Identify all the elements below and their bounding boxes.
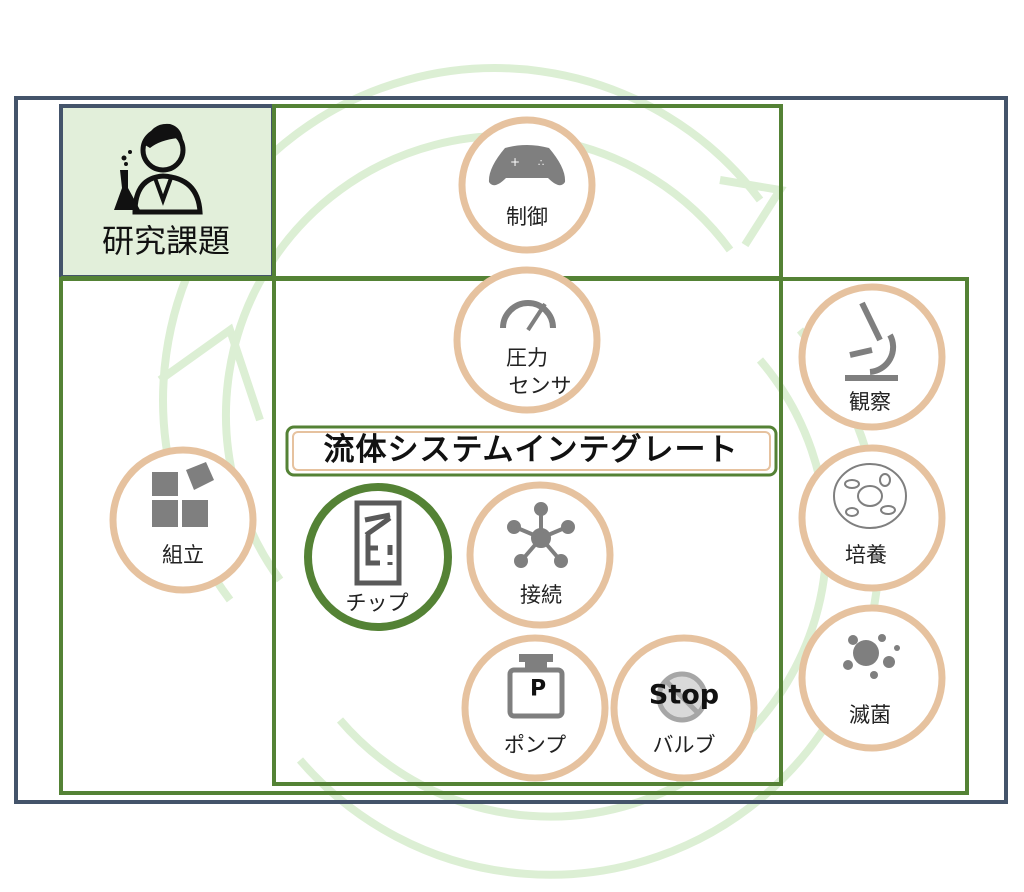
puzzle-icon [152, 462, 214, 527]
pump-circle [461, 634, 609, 782]
center-column-frame [272, 104, 783, 786]
assembly-label: 組立 [162, 543, 204, 567]
scientist-icon [114, 123, 203, 215]
pressure-label-2: センサ [508, 374, 572, 398]
svg-text:∴: ∴ [538, 158, 544, 169]
observation-circle [798, 283, 946, 431]
valve-icon-text: Stop [648, 679, 720, 711]
chip-circle [304, 483, 452, 631]
pump-label: ポンプ [503, 733, 567, 757]
control-circle [458, 116, 596, 254]
title-box [285, 425, 778, 477]
valve-label: バルブ [652, 733, 716, 757]
pump-icon-text: P [529, 676, 547, 702]
microscope-icon [845, 301, 898, 381]
cell-icon [833, 463, 907, 529]
gauge-icon [500, 300, 556, 332]
svg-text:+: + [510, 155, 520, 169]
sterilization-label: 滅菌 [849, 703, 891, 727]
center-title: 流体システムインテグレート [323, 432, 739, 468]
gamepad-icon: +∴ [488, 145, 566, 186]
pressure-sensor-circle [453, 266, 601, 414]
stop-icon [656, 671, 708, 723]
chip-label: チップ [345, 591, 409, 615]
topic-label: 研究課題 [101, 222, 230, 260]
connection-circle [466, 481, 614, 629]
control-label: 制御 [506, 205, 548, 229]
pressure-label-1: 圧力 [506, 346, 548, 370]
outer-frame [14, 96, 1008, 804]
network-icon [507, 502, 575, 568]
chip-icon [354, 500, 402, 586]
culture-label: 培養 [845, 543, 887, 567]
observation-label: 観察 [849, 390, 891, 414]
pump-icon [507, 654, 565, 719]
connection-label: 接続 [520, 583, 562, 607]
germ-splat-icon [843, 634, 900, 679]
